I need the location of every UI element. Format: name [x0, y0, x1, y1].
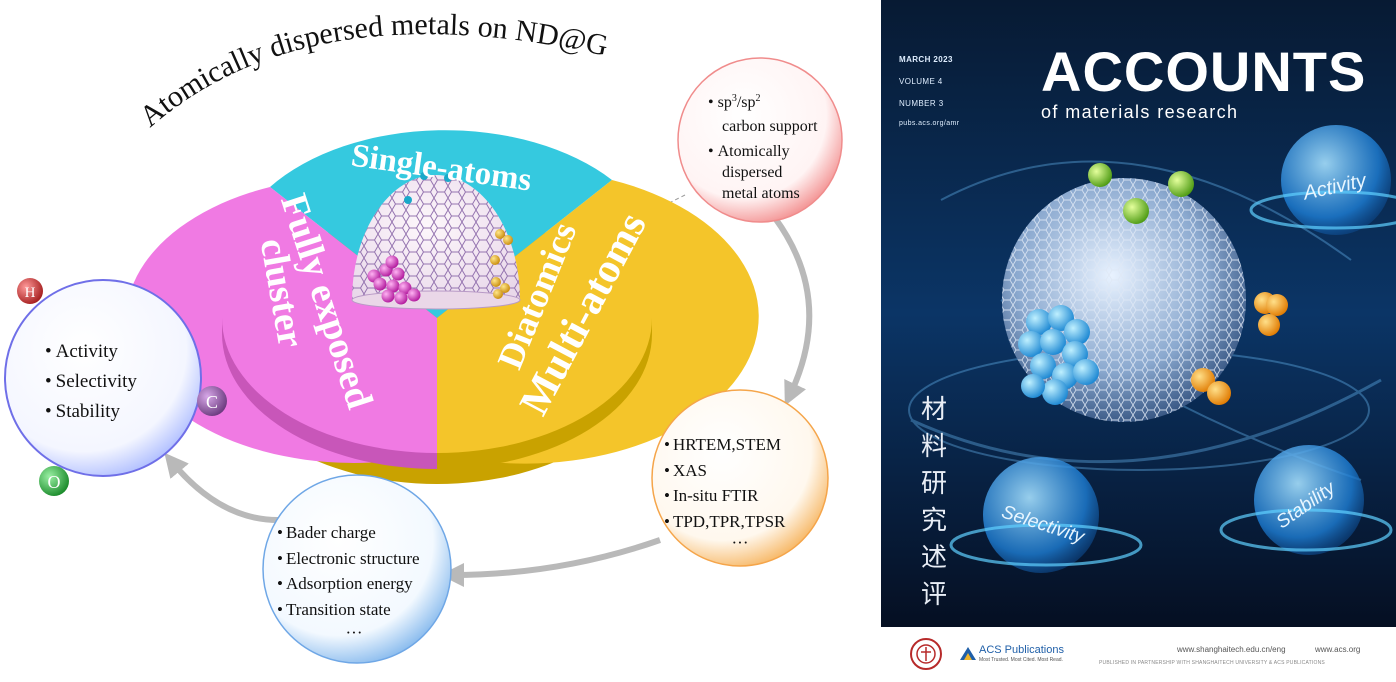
partnership-note: PUBLISHED IN PARTNERSHIP WITH SHANGHAITE… — [1099, 660, 1325, 666]
journal-cover: Activity Selectivity Stability 材 料 研 究 述… — [881, 0, 1396, 682]
svg-text:研: 研 — [921, 469, 947, 499]
single-atom — [444, 174, 452, 182]
arrow-characterization-to-theory — [440, 537, 661, 587]
svg-text:•XAS: •XAS — [664, 461, 707, 480]
svg-text:•Bader charge: •Bader charge — [277, 523, 376, 542]
cover-bubble-selectivity — [983, 457, 1099, 573]
single-atom — [404, 196, 412, 204]
svg-text:•Adsorption energy: •Adsorption energy — [277, 574, 413, 593]
svg-text:dispersed: dispersed — [722, 164, 782, 181]
sector-multi-atoms — [437, 180, 759, 464]
figure-title: Atomically dispersed metals on ND@G — [133, 8, 611, 133]
cover-bubble-stability — [1254, 445, 1364, 555]
svg-text:料: 料 — [921, 432, 947, 462]
cover-number: NUMBER 3 — [899, 99, 944, 108]
bubble-characterization: •HRTEM,STEM •XAS •In-situ FTIR •TPD,TPR,… — [651, 389, 829, 567]
shanghaitech-seal-icon — [910, 638, 942, 670]
svg-text:•Stability: •Stability — [45, 401, 121, 422]
url-acs[interactable]: www.acs.org — [1315, 645, 1361, 654]
svg-text:评: 评 — [921, 580, 947, 610]
cover-month: MARCH 2023 — [899, 55, 953, 64]
cover-subtitle: of materials research — [1041, 102, 1239, 122]
svg-text:•Transition state: •Transition state — [277, 600, 391, 619]
schematic-figure: Atomically dispersed metals on ND@G — [4, 8, 843, 664]
publisher-name: ACS Publications — [979, 644, 1064, 656]
svg-text:•Selectivity: •Selectivity — [45, 371, 137, 392]
svg-text:究: 究 — [921, 506, 947, 536]
arrow-theory-to-performance — [164, 452, 279, 523]
svg-text:•Electronic structure: •Electronic structure — [277, 549, 420, 568]
url-shanghaitech[interactable]: www.shanghaitech.edu.cn/eng — [1177, 645, 1286, 654]
svg-text:carbon support: carbon support — [722, 118, 818, 135]
svg-text:•Activity: •Activity — [45, 341, 118, 362]
atom-c — [197, 386, 227, 416]
cover-bubble-activity — [1281, 125, 1391, 235]
svg-text:•In-situ FTIR: •In-situ FTIR — [664, 486, 759, 505]
atom-o — [39, 466, 69, 496]
svg-text:O: O — [48, 472, 61, 492]
bubble-performance: •Activity •Selectivity •Stability H C O — [4, 278, 227, 496]
svg-text:metal atoms: metal atoms — [722, 185, 800, 202]
acs-logo-icon — [960, 647, 976, 660]
atom-h — [17, 278, 43, 304]
svg-text:述: 述 — [921, 543, 947, 573]
cover-artwork: Activity Selectivity Stability 材 料 研 究 述… — [881, 0, 1396, 627]
svg-text:•TPD,TPR,TPSR: •TPD,TPR,TPSR — [664, 512, 786, 531]
cover-blue-cluster — [1018, 305, 1099, 405]
single-atom — [420, 172, 428, 180]
cover-title: ACCOUNTS — [1041, 40, 1367, 103]
svg-text:H: H — [25, 285, 36, 301]
cover-volume: VOLUME 4 — [899, 77, 943, 86]
svg-text:C: C — [206, 392, 218, 412]
svg-text:•Atomically: •Atomically — [708, 143, 790, 160]
svg-text:•HRTEM,STEM: •HRTEM,STEM — [664, 435, 781, 454]
svg-text:···: ··· — [732, 533, 749, 552]
publisher-tagline: Most Trusted. Most Cited. Most Read. — [979, 657, 1063, 663]
bubble-theory: •Bader charge •Electronic structure •Ads… — [262, 474, 452, 664]
svg-text:···: ··· — [346, 623, 363, 642]
magenta-cluster — [367, 255, 421, 305]
gold-multi-atoms — [490, 229, 513, 299]
svg-text:•sp3/sp2: •sp3/sp2 — [708, 93, 761, 111]
cover-url: pubs.acs.org/amr — [899, 120, 960, 127]
cover-chinese-title: 材 料 研 究 述 评 — [921, 395, 947, 610]
catalyst-disc: Single-atoms Fully exposed cluster Diato… — [125, 130, 759, 484]
svg-text:材: 材 — [921, 395, 947, 425]
arrow-support-to-characterization — [772, 216, 813, 406]
cycle-arrows — [164, 216, 813, 587]
bubble-support: •sp3/sp2 carbon support •Atomically disp… — [677, 57, 843, 223]
